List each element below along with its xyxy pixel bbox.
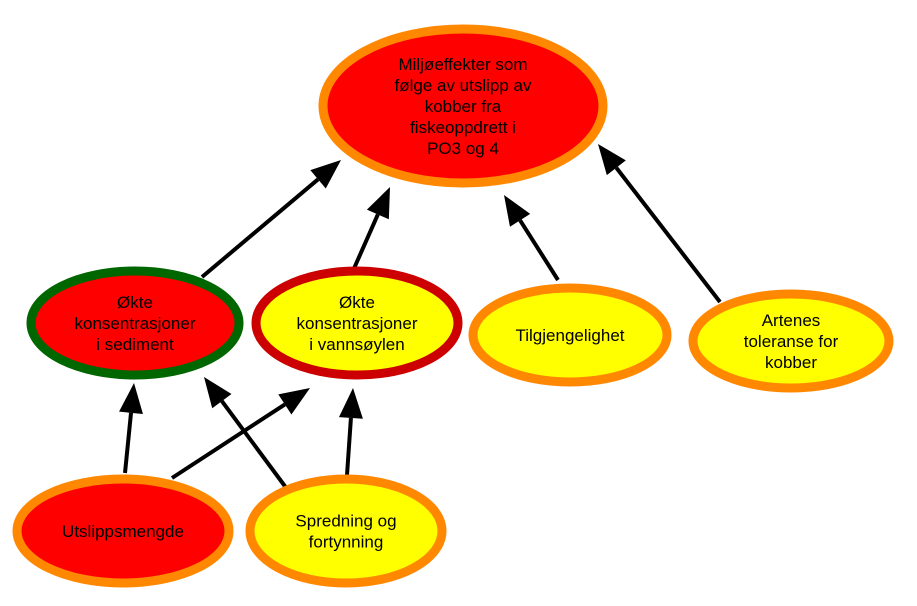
node-label-line: i vannsøylen [309, 335, 404, 354]
node-utslippsmengde: Utslippsmengde [12, 474, 234, 588]
edge-line [350, 213, 380, 274]
node-ellipse [688, 289, 894, 393]
node-label-line: PO3 og 4 [427, 139, 499, 158]
edge-utslippsmengde-to-sediment [119, 383, 143, 474]
edge-line [220, 399, 289, 491]
node-ellipse [468, 283, 672, 387]
edge-utslippsmengde-to-vannsoylen [170, 388, 310, 480]
node-label-line: Utslippsmengde [62, 522, 184, 541]
arrowhead-icon [310, 160, 341, 189]
arrowhead-icon [119, 383, 143, 415]
edge-line [518, 219, 560, 282]
node-vannsoylen: Økte konsentrasjoner i vannsøylen [251, 266, 463, 380]
node-label-line: Miljøeffekter som [398, 55, 527, 74]
node-ellipse [245, 474, 447, 588]
edges-layer [119, 144, 722, 491]
edge-tilgjengelighet-to-root [504, 195, 560, 282]
node-label-line: kobber fra [425, 97, 502, 116]
edge-vannsoylen-to-root [350, 187, 390, 274]
node-label-line: konsentrasjoner [75, 314, 196, 333]
node-label-line: kobber [765, 353, 817, 372]
node-label-line: Artenes [762, 311, 821, 330]
edge-toleranse-to-root [598, 144, 722, 304]
edge-line [200, 177, 320, 279]
edge-line [170, 402, 286, 480]
arrowhead-icon [204, 377, 232, 409]
node-sediment: Økte konsentrasjoner i sediment [26, 266, 244, 380]
node-root: Miljøeffekter som følge av utslipp av kobb… [318, 24, 608, 188]
node-tilgjengelighet: Tilgjengelighet [468, 283, 672, 387]
edge-spredning-to-vannsoylen [338, 388, 363, 476]
nodes-layer: Miljøeffekter som følge av utslipp av kobb… [12, 24, 894, 588]
edge-spredning-to-sediment [204, 377, 289, 491]
node-label-line: følge av utslipp av [394, 76, 532, 95]
node-spredning: Spredning og fortynning [245, 474, 447, 588]
edge-line [345, 417, 353, 476]
node-label-line: i sediment [96, 335, 174, 354]
edge-line [123, 412, 134, 474]
node-ellipse [26, 266, 244, 380]
arrowhead-icon [504, 195, 531, 227]
arrowhead-icon [338, 388, 363, 419]
node-label-line: fiskeoppdrett i [410, 118, 516, 137]
node-toleranse: Artenes toleranse for kobber [688, 289, 894, 393]
arrowhead-icon [598, 144, 626, 176]
edge-sediment-to-root [200, 160, 341, 279]
node-ellipse [12, 474, 234, 588]
node-label-line: toleranse for [744, 332, 839, 351]
node-label-line: Spredning og [295, 512, 396, 531]
edge-line [614, 166, 722, 304]
node-label-line: Økte [117, 293, 153, 312]
node-label-line: fortynning [309, 533, 384, 552]
node-label-line: Økte [339, 293, 375, 312]
node-ellipse [251, 266, 463, 380]
arrowhead-icon [366, 187, 390, 220]
node-label-line: Tilgjengelighet [516, 326, 625, 345]
node-ellipse [318, 24, 608, 188]
node-label-line: konsentrasjoner [297, 314, 418, 333]
arrowhead-icon [278, 388, 310, 415]
